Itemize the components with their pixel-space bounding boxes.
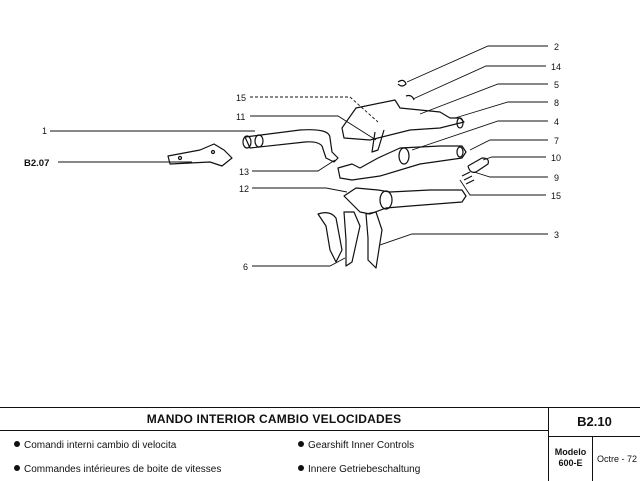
model-label: Modelo <box>554 447 587 457</box>
bullet-icon <box>14 441 20 448</box>
description-de: Innere Getriebeschaltung <box>298 464 420 475</box>
ref-4: 4 <box>554 117 559 127</box>
upper-fork-assembly <box>341 99 465 153</box>
bullet-icon <box>298 441 304 448</box>
ref-2: 2 <box>554 42 559 52</box>
ref-3: 3 <box>554 230 559 240</box>
ref-6: 6 <box>243 262 248 272</box>
ref-1: 1 <box>42 126 47 136</box>
bullet-icon <box>298 465 304 472</box>
model-box: Modelo 600-E <box>549 437 593 481</box>
lower-fork-assembly <box>317 187 467 269</box>
description-fr-text: Commandes intérieures de boite de vitess… <box>24 464 222 475</box>
ref-15-left: 15 <box>236 93 246 103</box>
drawing-date: Octre - 72 <box>596 454 637 464</box>
description-de-text: Innere Getriebeschaltung <box>308 464 421 475</box>
pin-spring <box>461 157 489 185</box>
ref-5: 5 <box>554 80 559 90</box>
model-value: 600-E <box>558 458 583 468</box>
title-block: MANDO INTERIOR CAMBIO VELOCIDADES Comand… <box>0 407 640 481</box>
ref-10: 10 <box>551 153 561 163</box>
middle-fork-assembly <box>337 145 467 181</box>
exploded-parts-diagram: 2 14 5 8 4 7 10 9 15 3 15 11 1 B2.07 13 … <box>24 42 561 272</box>
ref-12: 12 <box>239 184 249 194</box>
ref-7: 7 <box>554 136 559 146</box>
spring-washer <box>397 79 415 101</box>
description-en: Gearshift Inner Controls <box>298 440 414 451</box>
description-en-text: Gearshift Inner Controls <box>308 440 415 451</box>
description-it-text: Comandi interni cambio di velocita <box>24 440 177 451</box>
leader-lines <box>50 45 548 267</box>
ref-b207: B2.07 <box>24 158 49 169</box>
control-rod <box>242 129 339 163</box>
title-block-main: MANDO INTERIOR CAMBIO VELOCIDADES Comand… <box>0 408 549 481</box>
lever-plate <box>167 143 233 167</box>
ref-14: 14 <box>551 62 561 72</box>
ref-8: 8 <box>554 98 559 108</box>
ref-15-right: 15 <box>551 191 561 201</box>
drawing-code: B2.10 <box>549 408 640 437</box>
description-it: Comandi interni cambio di velocita <box>14 440 176 451</box>
description-fr: Commandes intérieures de boite de vitess… <box>14 464 221 475</box>
bullet-icon <box>14 465 20 472</box>
ref-13: 13 <box>239 167 249 177</box>
ref-11: 11 <box>236 112 245 122</box>
ref-9: 9 <box>554 173 559 183</box>
page-title: MANDO INTERIOR CAMBIO VELOCIDADES <box>0 408 548 431</box>
